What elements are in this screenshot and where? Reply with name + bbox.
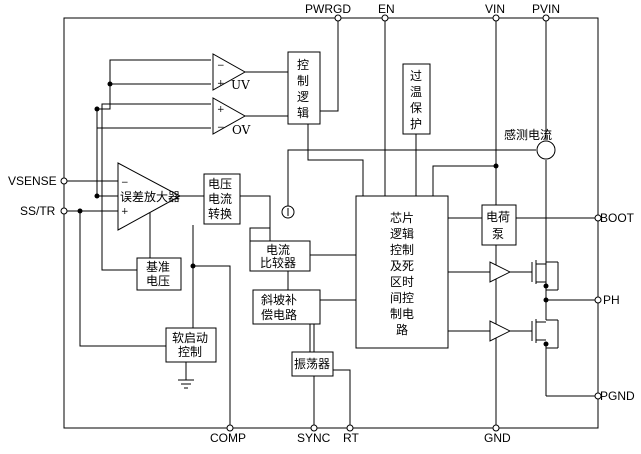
pin-vsense-label: VSENSE — [8, 174, 57, 188]
svg-text:转换: 转换 — [208, 206, 232, 221]
pin-ph-label: PH — [603, 293, 620, 307]
uv-comparator: − + UV — [212, 53, 250, 92]
svg-text:+: + — [121, 207, 129, 217]
pin-gnd-label: GND — [484, 431, 511, 445]
pin-sync-label: SYNC — [297, 431, 331, 445]
reference-voltage-block: 基准 电压 — [136, 257, 182, 291]
svg-text:+: + — [217, 105, 225, 115]
svg-text:感测电流: 感测电流 — [504, 127, 552, 142]
svg-text:电压: 电压 — [208, 177, 232, 191]
pin-comp-label: COMP — [210, 431, 246, 445]
svg-text:−: − — [217, 61, 225, 71]
ov-comparator: + − OV — [212, 97, 251, 137]
svg-text:制: 制 — [297, 74, 309, 88]
svg-text:泵: 泵 — [492, 227, 504, 241]
svg-text:斜坡补: 斜坡补 — [261, 293, 297, 307]
pin-rt-label: RT — [343, 431, 359, 445]
svg-text:软启动: 软启动 — [172, 331, 208, 345]
pin-pwrgd-label: PWRGD — [305, 2, 351, 16]
svg-text:间控: 间控 — [390, 291, 414, 305]
svg-text:电荷: 电荷 — [486, 210, 510, 224]
svg-text:电流: 电流 — [266, 243, 290, 257]
svg-text:偿电路: 偿电路 — [261, 307, 297, 322]
svg-text:制电: 制电 — [390, 307, 414, 321]
high-side-mosfet — [531, 260, 559, 291]
svg-text:及死: 及死 — [390, 259, 414, 273]
svg-text:控制: 控制 — [178, 345, 202, 359]
ov-label: OV — [232, 123, 251, 137]
junction-dots — [77, 81, 549, 347]
svg-text:过: 过 — [410, 69, 422, 83]
uv-label: UV — [231, 78, 250, 92]
current-sense: 感测电流 — [504, 127, 556, 160]
pin-markers — [60, 14, 602, 432]
pin-sstr-label: SS/TR — [20, 204, 56, 218]
chip-outline — [63, 17, 599, 429]
svg-text:+: + — [217, 79, 225, 89]
svg-text:路: 路 — [396, 322, 408, 337]
slope-compensation-block: 斜坡补 偿电路 — [252, 289, 321, 325]
svg-text:−: − — [121, 178, 129, 188]
svg-text:逻辑: 逻辑 — [390, 227, 414, 241]
svg-text:控: 控 — [297, 58, 309, 72]
svg-text:温: 温 — [410, 85, 422, 99]
chip-logic-block: 芯片 逻辑 控制 及死 区时 间控 制电 路 — [355, 195, 449, 349]
pin-pvin-label: PVIN — [532, 2, 560, 16]
svg-text:误差放大器: 误差放大器 — [120, 189, 180, 204]
svg-text:振荡器: 振荡器 — [294, 357, 330, 371]
svg-text:芯片: 芯片 — [390, 211, 414, 225]
svg-text:电压: 电压 — [146, 274, 170, 288]
svg-text:比较器: 比较器 — [260, 255, 296, 270]
svg-text:基准: 基准 — [146, 260, 170, 274]
svg-text:辑: 辑 — [297, 106, 309, 120]
voltage-current-converter: 电压 电流 转换 — [203, 173, 241, 225]
high-side-driver — [489, 261, 512, 283]
svg-text:控制: 控制 — [390, 243, 414, 257]
pin-en-label: EN — [378, 2, 395, 16]
low-side-driver — [489, 320, 512, 342]
oscillator-block: 振荡器 — [291, 351, 334, 377]
wires — [64, 18, 598, 428]
low-side-mosfet — [531, 319, 559, 349]
pin-vin-label: VIN — [485, 2, 505, 16]
svg-text:逻: 逻 — [297, 90, 309, 104]
svg-text:护: 护 — [410, 117, 422, 131]
control-logic-block: 控 制 逻 辑 — [287, 51, 321, 125]
error-amplifier: − + 误差放大器 — [117, 162, 182, 231]
svg-text:保: 保 — [410, 101, 422, 115]
svg-text:−: − — [217, 123, 225, 133]
current-source-symbol — [281, 205, 295, 219]
soft-start-block: 软启动 控制 — [165, 327, 217, 363]
pin-boot-label: BOOT — [600, 211, 635, 225]
thermal-protection-block: 过 温 保 护 — [402, 63, 431, 135]
pin-pgnd-label: PGND — [600, 389, 635, 403]
svg-text:电流: 电流 — [208, 192, 232, 206]
charge-pump-block: 电荷 泵 — [481, 204, 517, 246]
current-comparator-block: 电流 比较器 — [249, 240, 311, 272]
svg-text:区时: 区时 — [390, 275, 414, 289]
